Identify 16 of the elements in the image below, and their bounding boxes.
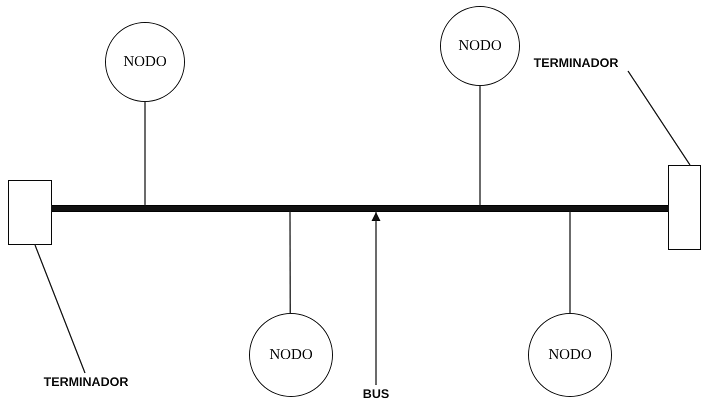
terminator-label: TERMINADOR	[44, 374, 128, 388]
connector-line	[289, 212, 291, 313]
terminator-box	[8, 180, 52, 245]
connector-line	[569, 212, 571, 313]
terminator-label: TERMINADOR	[534, 56, 618, 70]
bus-label: BUS	[362, 386, 390, 400]
connector-line	[479, 86, 481, 205]
node-label: NODO	[269, 346, 313, 364]
leader-line	[627, 70, 691, 166]
leader-line	[34, 244, 86, 374]
node-label: NODO	[548, 346, 592, 364]
connector-line	[144, 102, 146, 205]
arrow	[371, 212, 381, 385]
node-label: NODO	[123, 54, 167, 70]
terminator-box	[668, 165, 701, 250]
node-label: NODO	[458, 38, 502, 54]
